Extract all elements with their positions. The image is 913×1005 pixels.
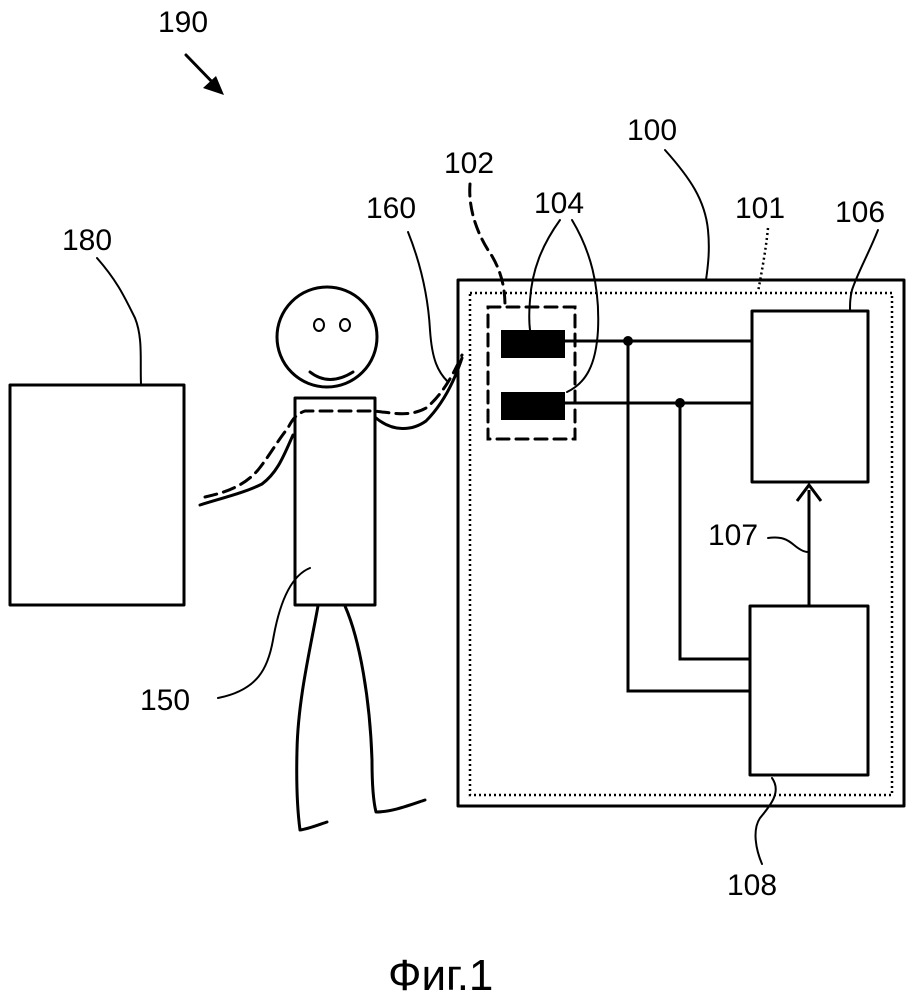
arrow-190 <box>186 55 224 95</box>
person-left-eye <box>314 319 324 331</box>
wiring <box>565 336 752 691</box>
label-104: 104 <box>534 187 584 220</box>
person-right-leg <box>345 606 425 812</box>
electrode-bottom <box>501 392 565 420</box>
processor-box <box>752 311 868 482</box>
label-108: 108 <box>727 869 777 902</box>
label-100: 100 <box>627 114 677 147</box>
signal-arrow-107 <box>797 485 821 606</box>
leader-101 <box>758 228 768 292</box>
leader-102 <box>470 184 505 306</box>
person-figure <box>200 287 462 830</box>
leader-160 <box>408 232 448 382</box>
label-101: 101 <box>735 192 785 225</box>
person-torso <box>295 398 375 605</box>
body-current-path <box>205 355 462 497</box>
person-head <box>277 287 377 387</box>
label-102: 102 <box>444 147 494 180</box>
person-left-leg <box>297 606 327 830</box>
leader-180 <box>97 258 141 384</box>
label-106: 106 <box>835 196 885 229</box>
leader-107 <box>768 537 808 552</box>
label-150: 150 <box>140 684 190 717</box>
leader-104-top <box>529 220 560 330</box>
figure-caption: Фиг.1 <box>388 951 493 1000</box>
person-right-arm <box>376 358 462 429</box>
external-object-box <box>10 385 184 605</box>
label-107: 107 <box>708 519 758 552</box>
leader-108 <box>756 778 776 864</box>
electrode-top <box>501 330 565 358</box>
person-mouth <box>310 372 353 380</box>
label-190: 190 <box>158 6 208 39</box>
controller-box <box>750 606 868 775</box>
label-180: 180 <box>62 224 112 257</box>
label-160: 160 <box>366 192 416 225</box>
person-right-eye <box>340 319 350 331</box>
leader-100 <box>665 150 709 280</box>
leader-106 <box>850 230 878 311</box>
